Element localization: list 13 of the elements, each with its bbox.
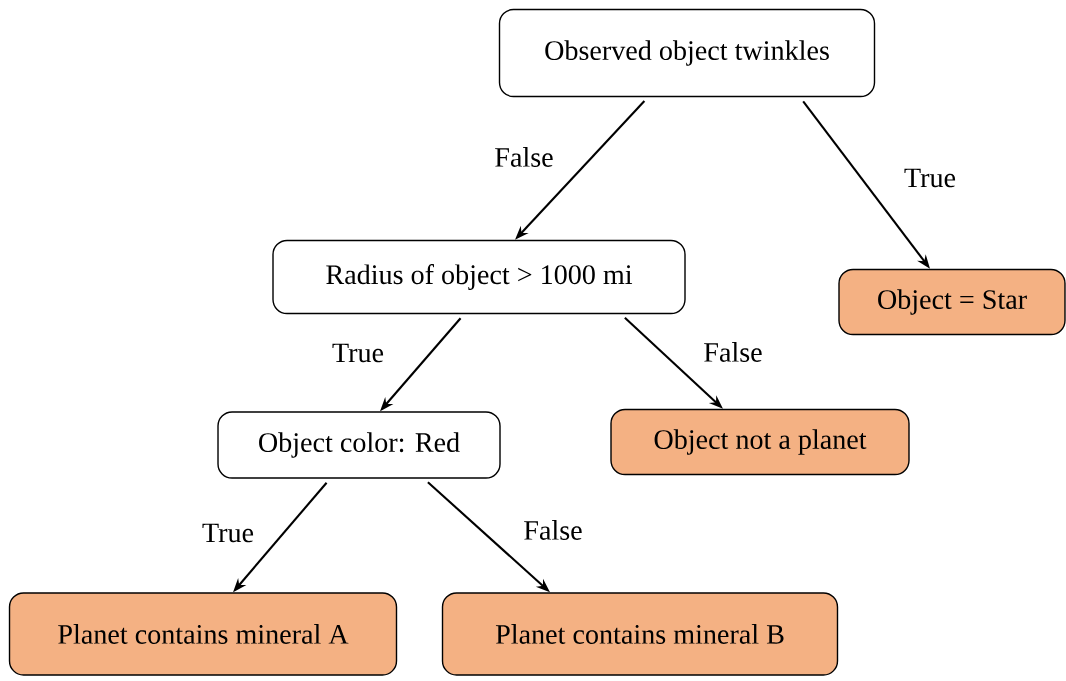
- result-box: Object = Star: [838, 268, 1066, 336]
- edge-label: True: [902, 166, 958, 190]
- decision-box: Radius of object > 1000 mi: [272, 239, 686, 315]
- decision-box: Object color: Red: [217, 411, 501, 479]
- result-box: Planet contains mineral B: [441, 592, 839, 676]
- decision-box: Observed object twinkles: [498, 8, 876, 98]
- edge-label: True: [330, 341, 386, 365]
- edge-label: False: [521, 518, 585, 542]
- result-box: Planet contains mineral A: [8, 592, 398, 676]
- edge-label: True: [200, 521, 256, 545]
- result-box: Object not a planet: [610, 408, 910, 476]
- edge-label: False: [492, 145, 556, 169]
- edge-label: False: [701, 340, 765, 364]
